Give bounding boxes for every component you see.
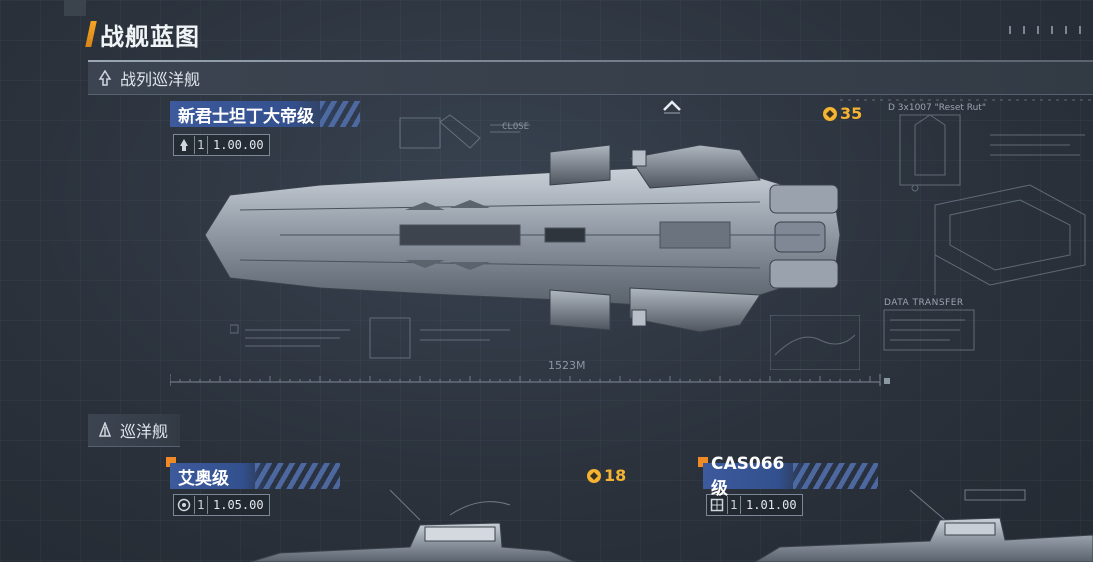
header-ticks: [997, 26, 1081, 37]
blueprint-graph: [770, 315, 860, 370]
version-tier: 1: [195, 496, 208, 514]
blueprint-detail-bottom: [230, 317, 510, 359]
version-number: 1.05.00: [213, 498, 264, 512]
version-number: 1.01.00: [746, 498, 797, 512]
ship-model-2[interactable]: [240, 485, 580, 562]
ship-nameplate-2[interactable]: 艾奥级: [170, 463, 340, 489]
blueprint-close-label: CLOSE: [502, 122, 530, 132]
blueprint-detail-top: [399, 114, 530, 149]
section-cruiser: 巡洋舰: [88, 414, 180, 447]
version-number: 1.00.00: [213, 138, 264, 152]
ship-model-3[interactable]: [750, 485, 1093, 562]
version-tier: 1: [728, 496, 741, 514]
ship-cost-main: 35: [822, 104, 862, 123]
section-label: 战列巡洋舰: [120, 70, 201, 89]
ship-name: 新君士坦丁大帝级: [178, 106, 314, 127]
length-ruler: [170, 374, 890, 386]
ship-name: 艾奥级: [178, 468, 229, 489]
nameplate-stripes: [793, 463, 878, 489]
ship-type-icon: [174, 496, 195, 514]
ship-class-icon: [96, 69, 114, 87]
ship-nameplate-main[interactable]: 新君士坦丁大帝级: [170, 101, 360, 127]
collapse-chevron-icon[interactable]: [660, 98, 684, 114]
header-divider: [88, 60, 1093, 62]
top-decoration: [64, 0, 86, 16]
blueprint-schematic: [840, 99, 1093, 351]
ship-version-main: 1 1.00.00: [173, 134, 270, 156]
ship-nameplate-3[interactable]: CAS066级: [703, 454, 878, 499]
nameplate-stripes: [320, 101, 360, 127]
page-title: 战舰蓝图: [100, 22, 200, 51]
ship-type-icon: [174, 136, 195, 154]
ship-version-2: 1 1.05.00: [173, 494, 270, 516]
cost-value: 18: [604, 466, 627, 485]
ship-cost-2: 18: [586, 466, 626, 485]
ship-version-3: 1 1.01.00: [706, 494, 803, 516]
page-header: 战舰蓝图: [85, 18, 200, 51]
ship-class-icon: [96, 421, 114, 439]
cost-coin-icon: [587, 468, 601, 483]
ship-model-main[interactable]: [200, 140, 845, 340]
new-indicator: [166, 457, 176, 467]
nameplate-stripes: [255, 463, 340, 489]
ship-name: CAS066级: [711, 453, 785, 499]
ship-length-label: 1523M: [548, 359, 586, 372]
cost-coin-icon: [823, 106, 837, 121]
ship-type-icon: [707, 496, 728, 514]
section-battlecruiser: 战列巡洋舰: [88, 62, 1093, 95]
blueprint-reset-label: D 3x1007 "Reset Rut": [888, 103, 986, 113]
blueprint-data-transfer: DATA TRANSFER: [884, 298, 964, 308]
version-tier: 1: [195, 136, 208, 154]
section-label: 巡洋舰: [120, 422, 169, 441]
cost-value: 35: [840, 104, 863, 123]
new-indicator: [698, 457, 708, 467]
